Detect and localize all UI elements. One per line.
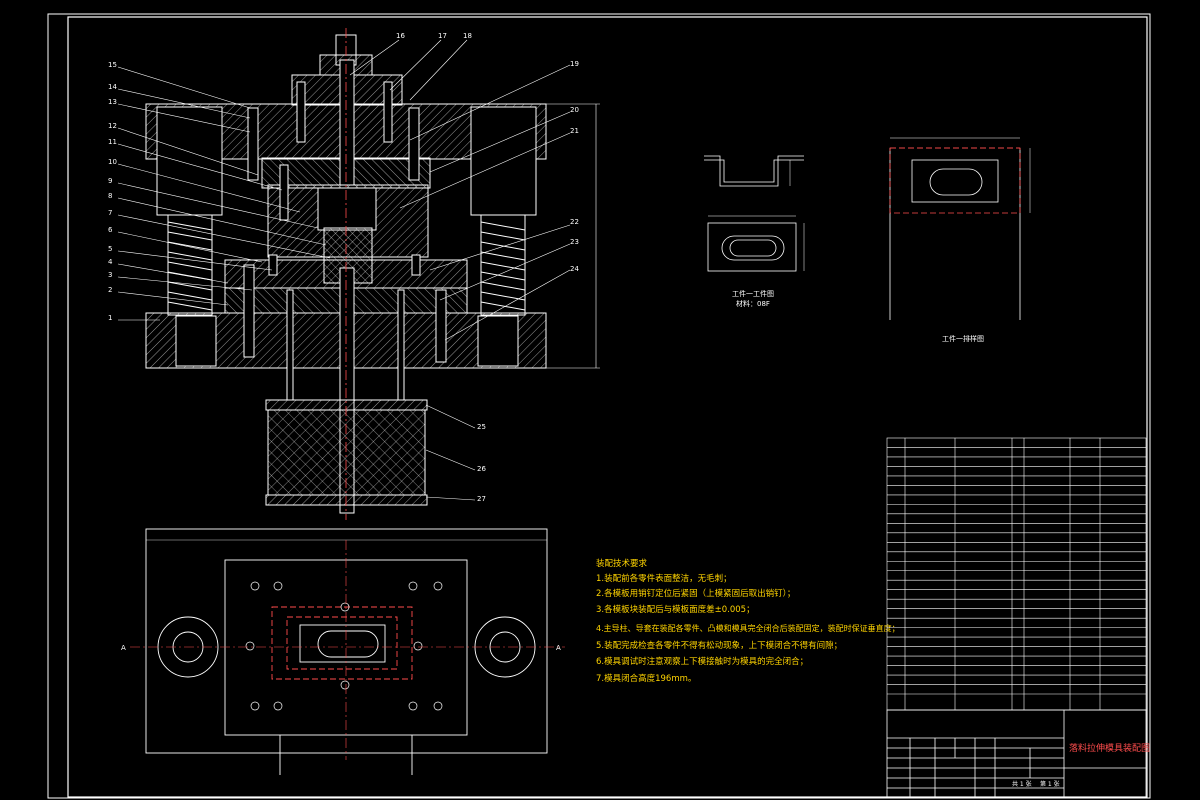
part-number: 14 bbox=[108, 83, 117, 91]
part-number: 6 bbox=[108, 226, 113, 234]
tech-requirement-item: 2.各模板用销钉定位后紧固（上模紧固后取出销钉）； bbox=[596, 588, 795, 599]
tech-requirements-title: 装配技术要求 bbox=[596, 558, 648, 569]
parts-list-table bbox=[886, 437, 1147, 711]
title-block bbox=[886, 709, 1147, 798]
part-number: 19 bbox=[570, 60, 579, 68]
part-number: 24 bbox=[570, 265, 579, 273]
main-section-view bbox=[145, 28, 600, 520]
section-mark-left: A bbox=[121, 644, 126, 652]
part-number: 3 bbox=[108, 271, 112, 279]
tech-requirement-item: 6.模具调试时注意观察上下模接触时为模具的完全闭合； bbox=[596, 656, 808, 667]
drawing-title: 落料拉伸模具装配图 bbox=[1069, 742, 1150, 754]
tech-requirement-item: 5.装配完成检查各零件不得有松动现象，上下模闭合不得有间隙； bbox=[596, 640, 842, 651]
part-number: 13 bbox=[108, 98, 117, 106]
workpiece-material: 材料：08F bbox=[736, 299, 770, 308]
part-number: 2 bbox=[108, 286, 112, 294]
part-number: 9 bbox=[108, 177, 112, 185]
outer-border bbox=[47, 13, 1151, 799]
workpiece-sketch bbox=[704, 155, 805, 272]
tech-requirement-item: 7.模具闭合高度196mm。 bbox=[596, 673, 696, 684]
part-number: 11 bbox=[108, 138, 117, 146]
tech-requirements: 装配技术要求 1.装配前各零件表面整洁，无毛刺； 2.各模板用销钉定位后紧固（上… bbox=[596, 558, 900, 684]
part-number: 18 bbox=[463, 32, 472, 40]
part-number: 20 bbox=[570, 106, 579, 114]
sheet-total: 共 1 张 bbox=[1012, 780, 1032, 788]
plan-view bbox=[130, 528, 565, 775]
part-number: 12 bbox=[108, 122, 117, 130]
part-number: 7 bbox=[108, 209, 112, 217]
strip-layout-sketch bbox=[889, 137, 1031, 320]
part-number: 22 bbox=[570, 218, 579, 226]
section-mark-right: A bbox=[556, 644, 561, 652]
part-number: 15 bbox=[108, 61, 117, 69]
part-number: 23 bbox=[570, 238, 579, 246]
inner-border bbox=[67, 16, 1148, 798]
workpiece-label: 工件一工件图 bbox=[732, 289, 774, 298]
part-number: 5 bbox=[108, 245, 112, 253]
part-number: 26 bbox=[477, 465, 486, 473]
part-number: 17 bbox=[438, 32, 447, 40]
part-number: 16 bbox=[396, 32, 405, 40]
tech-requirement-item: 1.装配前各零件表面整洁，无毛刺； bbox=[596, 573, 732, 584]
part-number: 4 bbox=[108, 258, 113, 266]
tech-requirement-item: 4.主导柱、导套在装配各零件、凸模和模具完全闭合后装配固定，装配时保证垂直度； bbox=[596, 623, 900, 633]
leader-lines bbox=[117, 39, 571, 501]
part-number: 27 bbox=[477, 495, 486, 503]
part-number: 10 bbox=[108, 158, 117, 166]
strip-layout-label: 工件一排样图 bbox=[942, 334, 984, 343]
part-number-labels: 15 14 13 12 11 10 9 8 7 6 5 4 3 2 1 16 1… bbox=[108, 32, 579, 503]
tech-requirement-item: 3.各模板块装配后与模板面度差±0.005； bbox=[596, 604, 755, 615]
part-number: 8 bbox=[108, 192, 112, 200]
part-number: 25 bbox=[477, 423, 486, 431]
part-number: 1 bbox=[108, 314, 112, 322]
sheet-number: 第 1 张 bbox=[1040, 780, 1060, 788]
part-number: 21 bbox=[570, 127, 579, 135]
